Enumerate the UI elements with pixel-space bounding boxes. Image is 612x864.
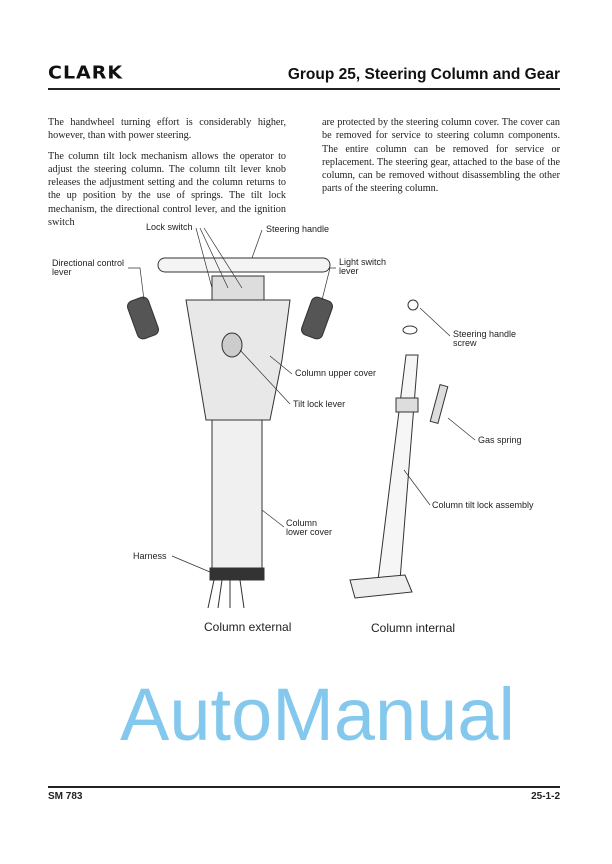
upper-cover-shape — [185, 299, 291, 421]
screw-shape — [407, 299, 419, 311]
harness-connector-shape — [209, 567, 265, 581]
caption-column-external: Column external — [204, 620, 292, 634]
internal-column-shape — [377, 354, 419, 581]
gas-spring-shape — [429, 383, 449, 425]
tilt-lock-knob-shape — [221, 332, 243, 358]
label-light-switch-lever: Light switch lever — [339, 257, 387, 276]
label-gas-spring: Gas spring — [478, 435, 522, 445]
label-tilt-lock-lever: Tilt lock lever — [293, 399, 346, 409]
label-column-tilt-lock-assembly: Column tilt lock assembly — [432, 500, 534, 510]
label-directional-control-lever: Directional control lever — [52, 258, 125, 277]
label-steering-handle-screw: Steering handle screw — [453, 329, 517, 348]
label-harness: Harness — [133, 551, 167, 561]
light-switch-lever-shape — [301, 296, 333, 340]
label-column-lower-cover: Column lower cover — [286, 518, 333, 537]
label-column-upper-cover: Column upper cover — [295, 368, 377, 378]
watermark: AutoManual — [120, 673, 515, 756]
leader-lines — [128, 227, 476, 573]
paragraph: are protected by the steering column cov… — [322, 117, 560, 195]
header-rule — [48, 88, 560, 90]
label-lock-switch: Lock switch — [146, 222, 193, 232]
label-steering-handle: Steering handle — [266, 224, 330, 234]
clark-logo: CLARK — [48, 62, 124, 84]
footer-rule — [48, 786, 560, 788]
paragraph: The column tilt lock mechanism allows th… — [48, 150, 286, 229]
hub-shape — [211, 275, 265, 301]
caption-column-internal: Column internal — [371, 621, 456, 635]
footer-page-number: 25-1-2 — [531, 791, 560, 802]
mounting-plate-shape — [349, 574, 413, 599]
footer-manual-number: SM 783 — [48, 791, 83, 802]
directional-lever-shape — [127, 296, 159, 340]
lower-cover-shape — [211, 419, 263, 571]
right-column: are protected by the steering column cov… — [322, 116, 560, 203]
page-title: Group 25, Steering Column and Gear — [287, 66, 560, 83]
left-column: The handwheel turning effort is consider… — [48, 116, 286, 236]
steering-handle-shape — [157, 257, 331, 273]
paragraph: The handwheel turning effort is consider… — [48, 117, 286, 142]
harness-wires-shape — [207, 579, 245, 609]
washer-shape — [402, 325, 418, 335]
tilt-lock-shape — [395, 397, 419, 413]
